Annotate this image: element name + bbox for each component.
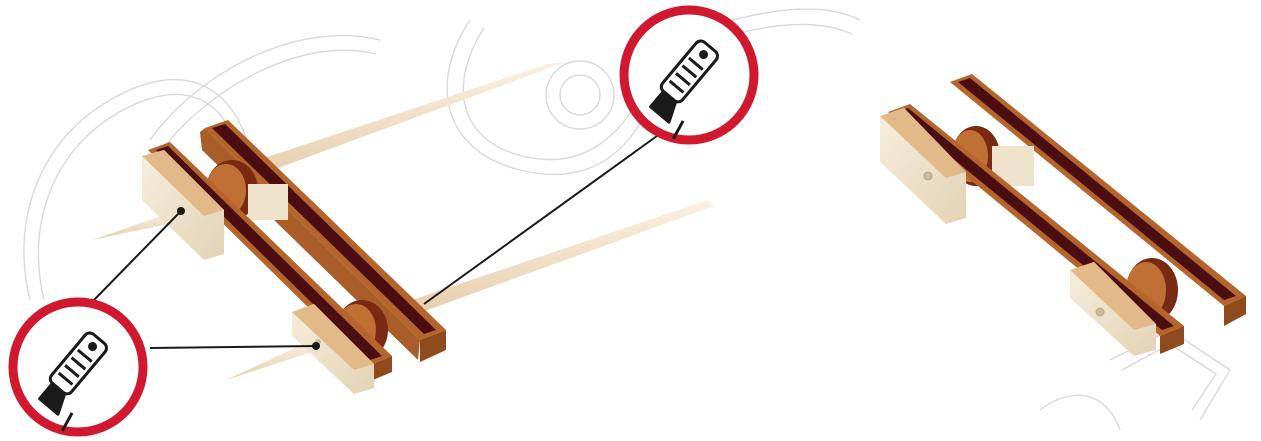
skewer-bottom-back — [412, 200, 714, 312]
leader-dot — [312, 342, 320, 350]
callout-top-right — [624, 10, 754, 140]
left-assembly — [92, 62, 714, 394]
leader-dot — [177, 207, 185, 215]
callout-bottom-left — [13, 302, 143, 432]
right-assembly — [880, 74, 1246, 356]
skewer-top-back — [258, 62, 566, 174]
